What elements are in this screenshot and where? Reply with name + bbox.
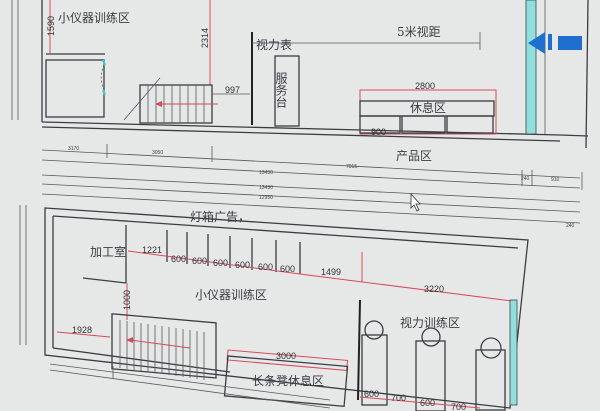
outer-wall [44, 207, 529, 409]
room-label-small-instrument: 小仪器训练区 [58, 10, 130, 25]
dimension-chain [11, 0, 583, 224]
inner-wall [52, 215, 519, 249]
staircase [111, 313, 217, 379]
training-station-seat [364, 320, 384, 340]
wall [82, 277, 127, 284]
dim-label: 600 [213, 258, 228, 268]
door-jamb [102, 59, 106, 66]
training-station [415, 340, 446, 411]
stair-treads [119, 320, 205, 380]
dim-label: 600 [420, 398, 435, 408]
room-label-rest: 休息区 [410, 100, 446, 115]
door-jamb [102, 89, 106, 96]
room-label-vision-training: 视力训练区 [400, 315, 460, 330]
room-wall [45, 59, 105, 118]
entrance-arrow-icon [528, 32, 545, 54]
wall [41, 126, 561, 142]
dim-label: 12950 [259, 195, 273, 201]
wall [559, 134, 589, 137]
dim-label: 3170 [68, 146, 79, 152]
door-swing [100, 64, 105, 91]
dim-label: 700 [391, 393, 406, 403]
window [509, 299, 518, 406]
dim-line [359, 396, 481, 409]
stair-direction-arrow [129, 339, 191, 349]
room-label-small-instrument: 小仪器训练区 [195, 287, 267, 302]
dim-label: 2314 [200, 28, 210, 48]
upper-plan: 小仪器训练区 视力表 5米视距 服务台 休息区 产品区 1590 2314 99… [11, 0, 589, 229]
label-lightbox: 灯箱广告， [190, 209, 250, 224]
room-label-product: 产品区 [396, 149, 432, 163]
dim-label: 700 [451, 402, 466, 411]
dim-label: 900 [371, 127, 386, 137]
dimension-chain [19, 205, 331, 409]
dim-label: 600 [280, 264, 295, 274]
seat [401, 115, 446, 134]
dim-label: 1000 [122, 290, 132, 310]
lower-plan: 灯箱广告， 加工室 小仪器训练区 视力训练区 长条凳休息区 1221 600 6… [19, 205, 529, 411]
arrow-head-icon [155, 101, 162, 107]
training-station-seat [480, 337, 502, 359]
dim-label: 1221 [142, 245, 162, 255]
training-station-seat [421, 327, 441, 347]
seat [446, 115, 494, 134]
window [525, 0, 537, 135]
entrance-arrow-icon [548, 34, 552, 50]
dim-label: 1928 [72, 325, 92, 335]
dim-label: 997 [225, 85, 240, 95]
label-five-meter: 5米视距 [397, 24, 441, 39]
dim-label: 600 [364, 389, 379, 399]
dim-label: 2800 [415, 81, 435, 91]
training-station [475, 349, 506, 411]
room-label-bench-rest: 长条凳休息区 [252, 373, 324, 388]
dim-label: 7015 [346, 164, 357, 170]
dim-label: 3050 [152, 150, 163, 156]
dim-label: 240 [521, 176, 530, 182]
dim-label: 600 [171, 254, 186, 264]
room-label-eye-chart: 视力表 [256, 37, 292, 52]
dim-line [56, 331, 111, 338]
arrow-head-icon [126, 337, 133, 343]
dim-label: 3220 [424, 284, 444, 294]
room-label-service-desk: 服务台 [274, 72, 288, 108]
entrance-person-icon [558, 36, 582, 50]
dim-line [127, 250, 301, 275]
seat [359, 115, 401, 134]
dim-label: 1590 [46, 16, 56, 36]
dim-label: 910 [551, 177, 560, 183]
training-station [361, 334, 388, 406]
dim-label: 13430 [259, 170, 273, 176]
dim-label: 600 [258, 262, 273, 272]
dim-label: 13430 [259, 185, 273, 191]
dim-line [299, 273, 513, 302]
dim-label: 600 [235, 260, 250, 270]
bench-area-outline [226, 349, 349, 371]
dim-label: 3000 [276, 351, 296, 361]
service-desk [274, 55, 300, 127]
wall [357, 299, 361, 401]
mouse-cursor-icon [410, 192, 421, 212]
room-label-workshop: 加工室 [90, 244, 126, 259]
dim-label: 240 [566, 223, 575, 229]
wall [585, 0, 589, 149]
dim-label: 1499 [321, 267, 341, 277]
dim-label: 600 [192, 256, 207, 266]
inner-wall [52, 347, 231, 373]
bench [223, 355, 349, 408]
